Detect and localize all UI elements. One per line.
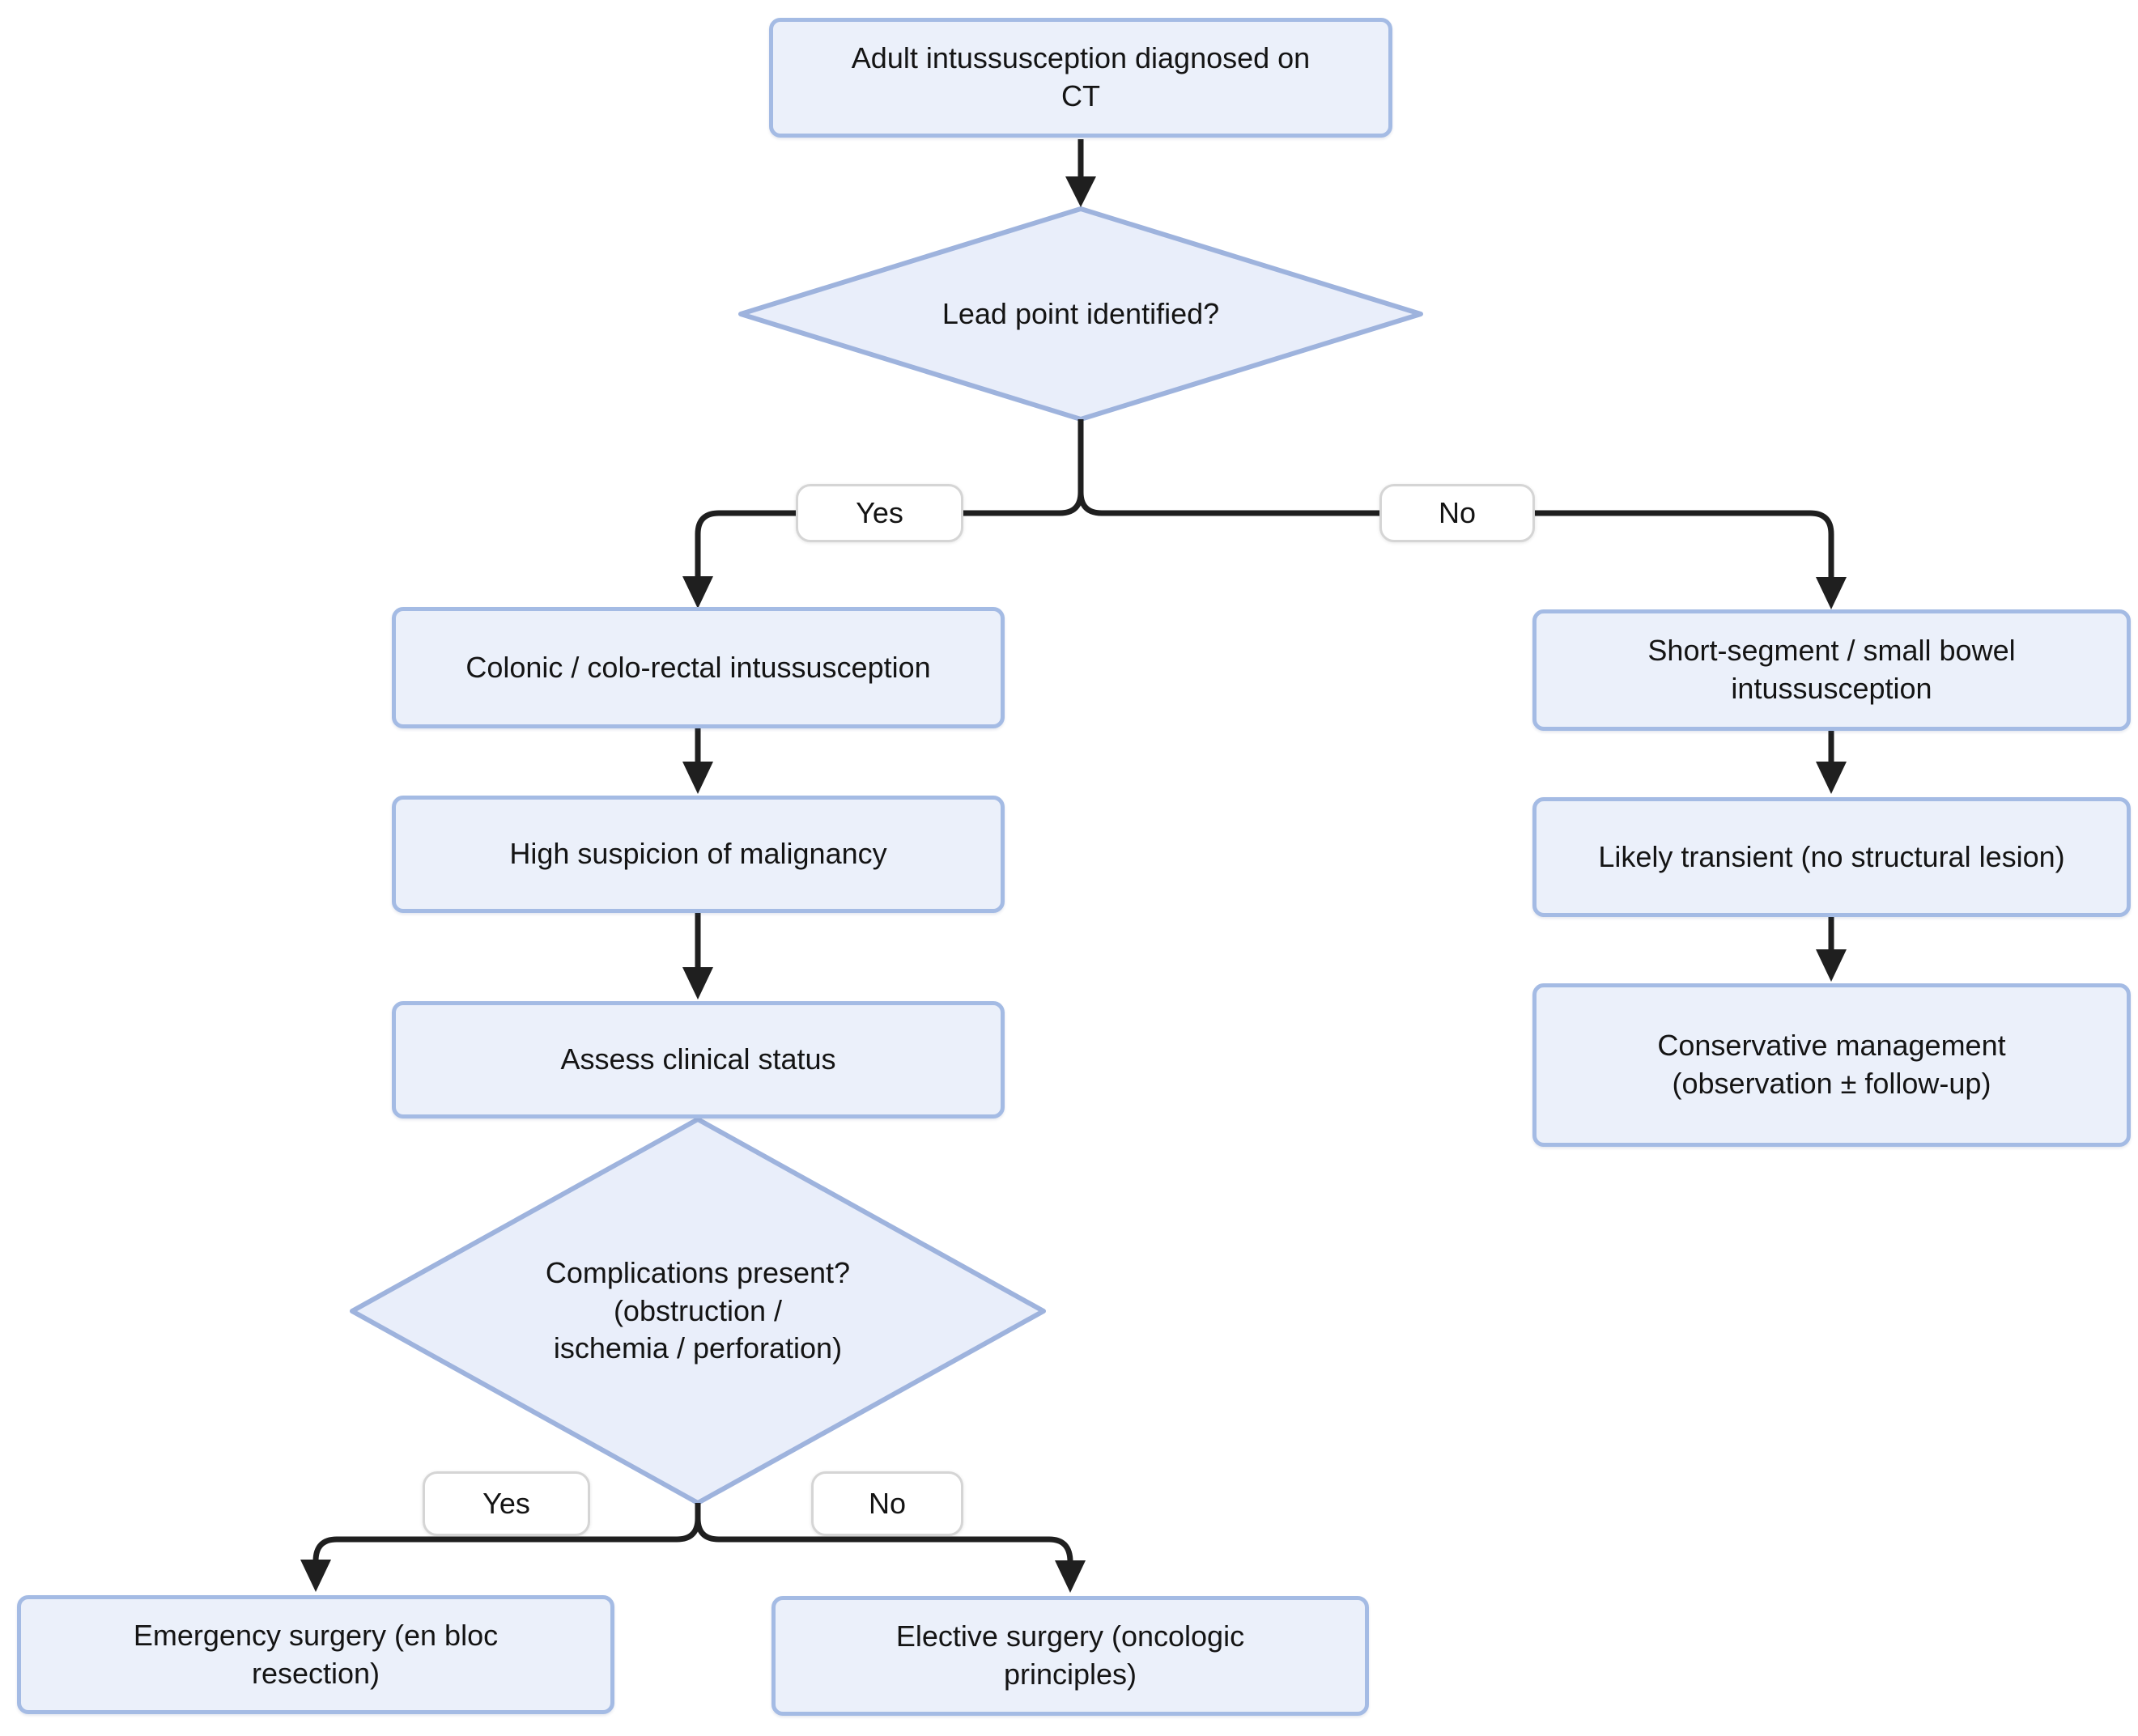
node-emergency: Emergency surgery (en bloc resection) (17, 1595, 614, 1714)
decision-lead-point: Lead point identified? (941, 296, 1220, 330)
node-high-suspicion: High suspicion of malignancy (392, 796, 1005, 913)
node-assess: Assess clinical status (392, 1001, 1005, 1118)
node-short-segment: Short-segment / small bowel intussuscept… (1532, 609, 2131, 731)
node-transient: Likely transient (no structural lesion) (1532, 797, 2131, 917)
node-conservative: Conservative management (observation ± f… (1532, 983, 2131, 1147)
edge-label-lead-yes: Yes (796, 484, 963, 542)
node-colonic: Colonic / colo-rectal intussusception (392, 607, 1005, 728)
edge-label-comp-no: No (811, 1471, 963, 1536)
node-elective: Elective surgery (oncologic principles) (771, 1596, 1369, 1716)
decision-complications: Complications present? (obstruction / is… (545, 1255, 851, 1365)
node-start: Adult intussusception diagnosed on CT (769, 18, 1392, 138)
edge-label-comp-yes: Yes (423, 1471, 590, 1536)
edge-label-lead-no: No (1379, 484, 1535, 542)
